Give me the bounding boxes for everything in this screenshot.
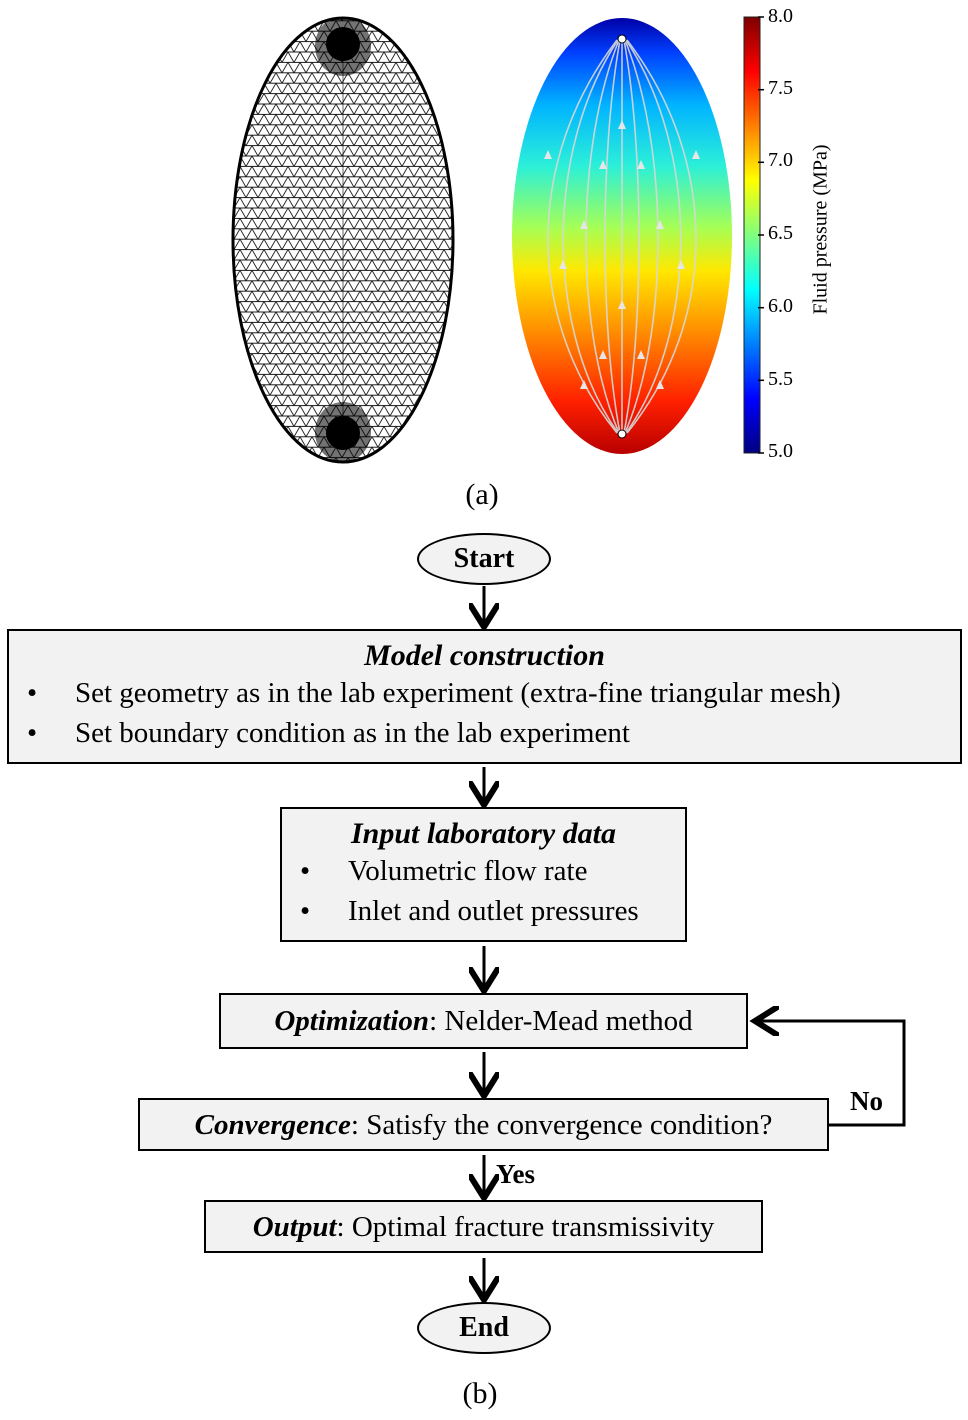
input-data-box: Input laboratory data • Volumetric flow … xyxy=(280,807,687,942)
start-node: Start xyxy=(417,533,551,585)
colorbar-tick-6.5: 6.5 xyxy=(768,222,793,244)
input-bullet-pressures: Inlet and outlet pressures xyxy=(348,895,639,927)
list-item: • Set boundary condition as in the lab e… xyxy=(19,713,950,753)
input-bullet-flow-rate: Volumetric flow rate xyxy=(348,855,588,887)
mesh-refinement xyxy=(315,18,371,462)
convergence-box: Convergence: Satisfy the convergence con… xyxy=(138,1098,829,1151)
colorbar-tick-8.0: 8.0 xyxy=(768,5,793,27)
input-data-heading: Input laboratory data xyxy=(350,817,617,850)
bullet-icon: • xyxy=(300,855,311,887)
inlet-point xyxy=(617,429,627,439)
bullet-icon: • xyxy=(27,677,38,709)
figure-a xyxy=(231,16,764,464)
streamlines xyxy=(547,39,697,434)
bullet-icon: • xyxy=(300,895,311,927)
colorbar-tick-5.5: 5.5 xyxy=(768,368,793,390)
colorbar-tick-7.5: 7.5 xyxy=(768,77,793,99)
end-label: End xyxy=(459,1312,509,1343)
output-box: Output: Optimal fracture transmissivity xyxy=(204,1200,763,1253)
model-bullet-geometry: Set geometry as in the lab experiment (e… xyxy=(75,677,841,709)
model-construction-box: Model construction • Set geometry as in … xyxy=(7,629,962,764)
optimization-text: : Nelder-Mead method xyxy=(429,1005,693,1037)
colorbar-tick-6.0: 6.0 xyxy=(768,295,793,317)
end-node: End xyxy=(417,1302,551,1354)
list-item: • Volumetric flow rate xyxy=(292,851,675,891)
mesh-ellipse xyxy=(231,16,455,464)
convergence-text: : Satisfy the convergence condition? xyxy=(350,1109,773,1141)
outlet-point xyxy=(617,34,627,44)
start-label: Start xyxy=(453,543,515,574)
flow-direction-arrows xyxy=(544,120,700,389)
colorbar-tick-7.0: 7.0 xyxy=(768,149,793,171)
arrow-no-loop xyxy=(758,1021,906,1127)
model-bullet-boundary: Set boundary condition as in the lab exp… xyxy=(75,717,630,749)
output-text: : Optimal fracture transmissivity xyxy=(336,1211,715,1243)
caption-a: (a) xyxy=(465,478,499,511)
bullet-icon: • xyxy=(27,717,38,749)
list-item: • Inlet and outlet pressures xyxy=(292,891,675,931)
pressure-field-ellipse xyxy=(512,18,732,454)
no-label: No xyxy=(850,1086,883,1116)
colorbar xyxy=(743,16,764,454)
list-item: • Set geometry as in the lab experiment … xyxy=(19,673,950,713)
caption-b: (b) xyxy=(462,1377,498,1410)
output-keyword: Output xyxy=(252,1211,337,1243)
optimization-box: Optimization: Nelder-Mead method xyxy=(219,993,748,1049)
convergence-keyword: Convergence xyxy=(194,1109,351,1141)
optimization-keyword: Optimization xyxy=(274,1005,430,1037)
model-construction-heading: Model construction xyxy=(364,639,605,672)
colorbar-tick-5.0: 5.0 xyxy=(768,440,793,462)
yes-label: Yes xyxy=(496,1159,535,1189)
